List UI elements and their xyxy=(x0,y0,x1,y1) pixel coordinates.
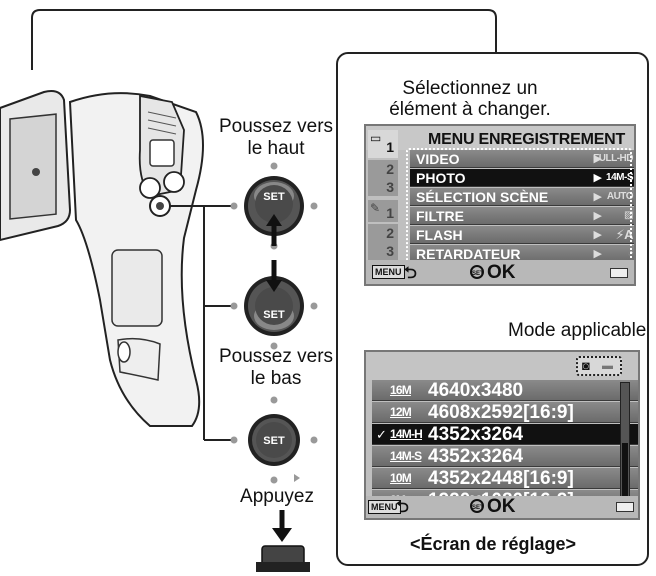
tab-record-3-label: 3 xyxy=(386,179,394,195)
scroll-thumb[interactable] xyxy=(622,443,628,497)
caption-push-down: Poussez vers le bas xyxy=(214,346,338,390)
caption-press: Appuyez xyxy=(240,486,314,507)
caption-push-up-line2: le haut xyxy=(247,138,305,159)
menu-button-label[interactable]: MENU xyxy=(368,500,401,514)
arrow-right-icon: ▶ xyxy=(593,210,602,222)
resolution-value: 4640x3480 xyxy=(428,380,524,401)
set-button-up-illustration: SET xyxy=(230,162,318,250)
video-mode-icon: ▬ xyxy=(602,360,613,372)
resolution-code: 16M xyxy=(390,383,412,397)
resolution-value: 4352x3264 xyxy=(428,424,524,445)
svg-text:SET: SET xyxy=(263,435,285,447)
tab-record-1[interactable]: ▭ 1 xyxy=(368,130,398,158)
back-icon: ⮌ xyxy=(404,265,417,282)
menu-title-bar xyxy=(366,126,634,150)
menu-item-photo[interactable]: PHOTO ▶ 14M-S xyxy=(410,169,634,187)
menu-item-flash-label: FLASH xyxy=(416,227,463,243)
caption-push-down-line2: le bas xyxy=(250,368,302,389)
camera-icon: ▭ xyxy=(370,131,382,145)
set-label-1: SET xyxy=(263,191,285,203)
menu-item-flash[interactable]: FLASH ▶ ⚡A xyxy=(410,226,634,244)
hint-select-item: Sélectionnez un élément à changer. xyxy=(360,78,580,120)
arrow-right-icon: ▶ xyxy=(593,172,602,184)
menu-item-scene-select[interactable]: SÉLECTION SCÈNE ▶ AUTO xyxy=(410,188,634,206)
arrow-right-icon: ▶ xyxy=(593,248,602,260)
tab-record-2-label: 2 xyxy=(386,161,394,177)
camera-mode-icon: ◙ xyxy=(582,358,590,373)
mode-applicable-label: Mode applicable xyxy=(508,320,647,341)
pressed-button-icon xyxy=(256,545,310,572)
resolution-code: 10M xyxy=(390,471,412,485)
menu-item-filter-label: FILTRE xyxy=(416,208,464,224)
resolution-row-16m[interactable]: 16M 4640x3480 xyxy=(372,380,638,401)
screen-caption: <Écran de réglage> xyxy=(409,534,577,554)
battery-icon xyxy=(616,502,634,512)
press-down-arrow xyxy=(272,510,292,542)
menu-item-photo-label: PHOTO xyxy=(416,170,466,186)
menu-item-video-value: FULL-HD xyxy=(593,153,633,164)
hint-line-2: élément à changer. xyxy=(389,99,551,120)
menu-item-scene-select-label: SÉLECTION SCÈNE xyxy=(416,189,549,205)
resolution-code: 14M-S xyxy=(390,449,422,463)
arrow-right-icon: ▶ xyxy=(593,229,602,241)
set-button-press-illustration: SET xyxy=(230,396,318,484)
tab-record-2[interactable]: 2 xyxy=(368,160,398,178)
resolution-row-12m[interactable]: 12M 4608x2592[16:9] xyxy=(372,402,638,423)
tab-option-1[interactable]: ✎ 1 xyxy=(368,200,398,222)
ok-label: OK xyxy=(487,496,516,517)
resolution-row-14m-h[interactable]: ✓ 14M-H 4352x3264 xyxy=(372,424,638,445)
check-icon: ✓ xyxy=(376,427,387,442)
camcorder-body xyxy=(0,90,204,427)
resolution-value: 4352x2448[16:9] xyxy=(428,468,574,489)
tab-option-2[interactable]: 2 xyxy=(368,224,398,242)
resolution-code: 12M xyxy=(390,405,412,419)
resolution-row-14m-s[interactable]: 14M-S 4352x3264 xyxy=(372,446,638,467)
menu-screen: MENU ENREGISTREMENT 1 ▭ 1 2 3 ✎ 1 2 3 VI… xyxy=(364,124,636,286)
menu-items-highlight xyxy=(406,148,632,264)
menu-item-video-label: VIDEO xyxy=(416,151,460,167)
resolution-code: 14M-H xyxy=(390,427,423,441)
svg-text:SET: SET xyxy=(263,309,285,321)
resolution-value: 4608x2592[16:9] xyxy=(428,402,574,423)
tab-option-3-label: 3 xyxy=(386,243,394,259)
menu-item-photo-value: 14M-S xyxy=(606,172,633,183)
menu-item-flash-value: ⚡A xyxy=(615,227,633,242)
ok-label: OK xyxy=(487,262,516,283)
back-icon: ⮌ xyxy=(396,499,409,516)
tab-record-3[interactable]: 3 xyxy=(368,178,398,196)
set-icon: SET xyxy=(470,499,484,513)
menu-item-scene-select-value: AUTO xyxy=(606,191,634,202)
settings-scrollbar[interactable] xyxy=(620,382,630,500)
settings-screen: ◙ ▬ 16M 4640x3480 12M 4608x2592[16:9] ✓ … xyxy=(364,350,640,520)
menu-button-label[interactable]: MENU xyxy=(372,265,405,279)
menu-item-filter[interactable]: FILTRE ▶ ▨ xyxy=(410,207,634,225)
wrench-icon: ✎ xyxy=(370,201,381,215)
menu-item-self-timer-label: RETARDATEUR xyxy=(416,246,521,262)
tab-option-3[interactable]: 3 xyxy=(368,242,398,260)
battery-icon xyxy=(610,268,628,278)
caption-push-up-line1: Poussez vers xyxy=(218,116,334,137)
menu-item-video[interactable]: VIDEO ▶ FULL-HD xyxy=(410,150,634,168)
menu-item-self-timer[interactable]: RETARDATEUR ▶ ◔ xyxy=(410,245,634,263)
connector-line xyxy=(31,9,497,70)
mode-indicator: ◙ ▬ xyxy=(576,356,622,376)
caption-push-up: Poussez vers le haut xyxy=(216,116,336,160)
arrow-right-icon: ▶ xyxy=(593,153,602,165)
filter-icon: ▨ xyxy=(624,210,633,221)
resolution-value: 4352x3264 xyxy=(428,446,524,467)
resolution-row-10m[interactable]: 10M 4352x2448[16:9] xyxy=(372,468,638,489)
arrow-right-icon: ▶ xyxy=(593,191,602,203)
tab-record-1-label: 1 xyxy=(386,139,394,155)
set-icon: SET xyxy=(470,265,484,279)
set-button-down-illustration: SET xyxy=(230,260,318,350)
tab-option-2-label: 2 xyxy=(386,225,394,241)
hint-line-1: Sélectionnez un xyxy=(402,78,538,99)
tab-option-1-label: 1 xyxy=(386,205,394,221)
caption-push-down-line1: Poussez vers xyxy=(218,346,334,367)
